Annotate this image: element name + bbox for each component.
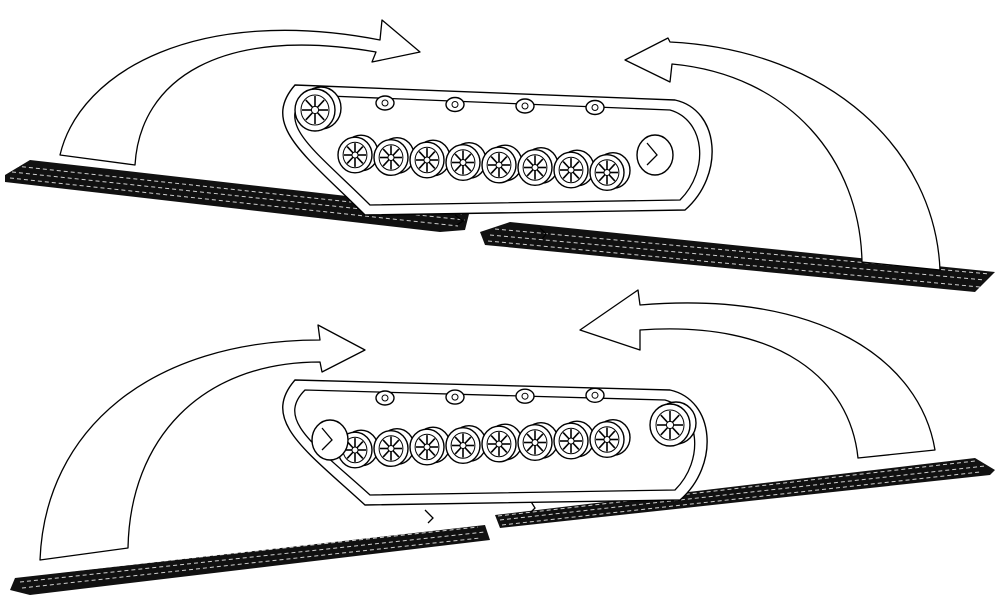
arrow-right — [579, 289, 936, 459]
road-wheel — [409, 426, 451, 466]
road-wheel — [517, 421, 559, 462]
road-wheel — [445, 141, 487, 182]
drive-sprocket — [649, 401, 697, 447]
return-roller — [375, 95, 395, 111]
return-roller — [585, 99, 605, 116]
road-wheel — [445, 424, 487, 465]
road-wheel — [481, 144, 523, 184]
track-left-segment — [10, 525, 490, 595]
bottom-assembly — [10, 289, 995, 595]
road-wheel — [589, 418, 631, 459]
road-wheel — [553, 149, 595, 189]
road-wheel — [481, 423, 523, 463]
drive-sprocket — [294, 86, 342, 132]
return-roller — [445, 96, 465, 113]
idler-wheel — [311, 419, 349, 461]
road-wheel — [409, 139, 451, 179]
return-roller — [375, 390, 395, 406]
running-gear — [282, 84, 713, 216]
return-roller — [445, 389, 465, 405]
track-right-segment — [495, 458, 995, 528]
arrow-right — [624, 37, 941, 271]
road-wheel — [553, 420, 595, 460]
top-assembly — [5, 19, 995, 292]
road-wheel — [373, 427, 415, 468]
road-wheel — [337, 134, 379, 174]
road-wheel — [373, 136, 415, 177]
return-roller — [585, 387, 605, 403]
inner-outline — [294, 94, 701, 206]
connector-pin — [454, 214, 547, 240]
return-roller — [515, 98, 535, 114]
running-gear — [282, 379, 708, 506]
road-wheel — [589, 151, 631, 192]
arrow-left — [59, 19, 421, 166]
road-wheel — [517, 146, 559, 187]
arrow-left — [39, 324, 366, 561]
return-roller — [515, 388, 535, 404]
idler-wheel — [636, 134, 674, 176]
